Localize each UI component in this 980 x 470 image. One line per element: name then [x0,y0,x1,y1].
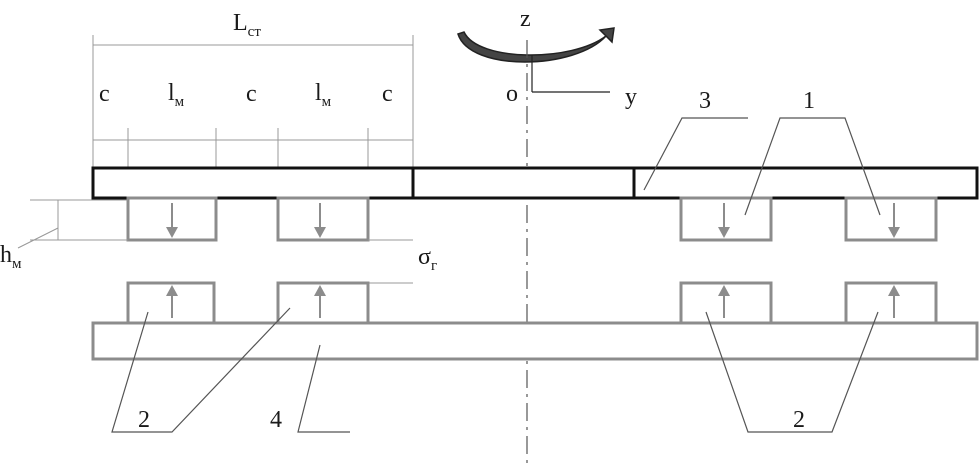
lm-label: lм [168,80,185,110]
length-label: Lст [233,10,261,40]
callout-1: 1 [803,88,815,114]
axis-labels: z o y [506,6,637,110]
callout-4: 4 [270,407,282,433]
upper-magnet-arrows [166,203,900,238]
height-dimension [17,199,128,249]
c-label: c [246,81,257,107]
upper-magnet [844,196,938,242]
axis-z-label: z [520,6,531,32]
origin-label: o [506,81,518,107]
callout-labels: hм σг 3 1 2 4 2 [0,88,815,433]
gap-label: σг [418,244,437,274]
lower-plate [91,321,979,361]
lower-magnets [126,281,938,325]
coordinate-axes [526,40,610,468]
upper-magnets [126,196,938,242]
lower-magnet [844,281,938,325]
callout-leaders [111,117,881,433]
lower-magnet-arrows [166,285,900,318]
c-label: c [382,81,393,107]
callout-2-left: 2 [138,407,150,433]
gap-lines [368,239,413,284]
c-label: c [99,81,110,107]
upper-magnet [276,196,370,242]
callout-3: 3 [699,88,711,114]
callout-2-right: 2 [793,407,805,433]
lm-label: lм [315,80,332,110]
upper-plate [91,166,979,200]
dimension-labels: Lст c lм c lм c [99,10,393,110]
upper-magnet [679,196,773,242]
axis-y-label: y [625,84,637,110]
rotation-arrow-icon [457,27,615,63]
height-label: hм [0,242,22,272]
lower-magnet [276,281,370,325]
